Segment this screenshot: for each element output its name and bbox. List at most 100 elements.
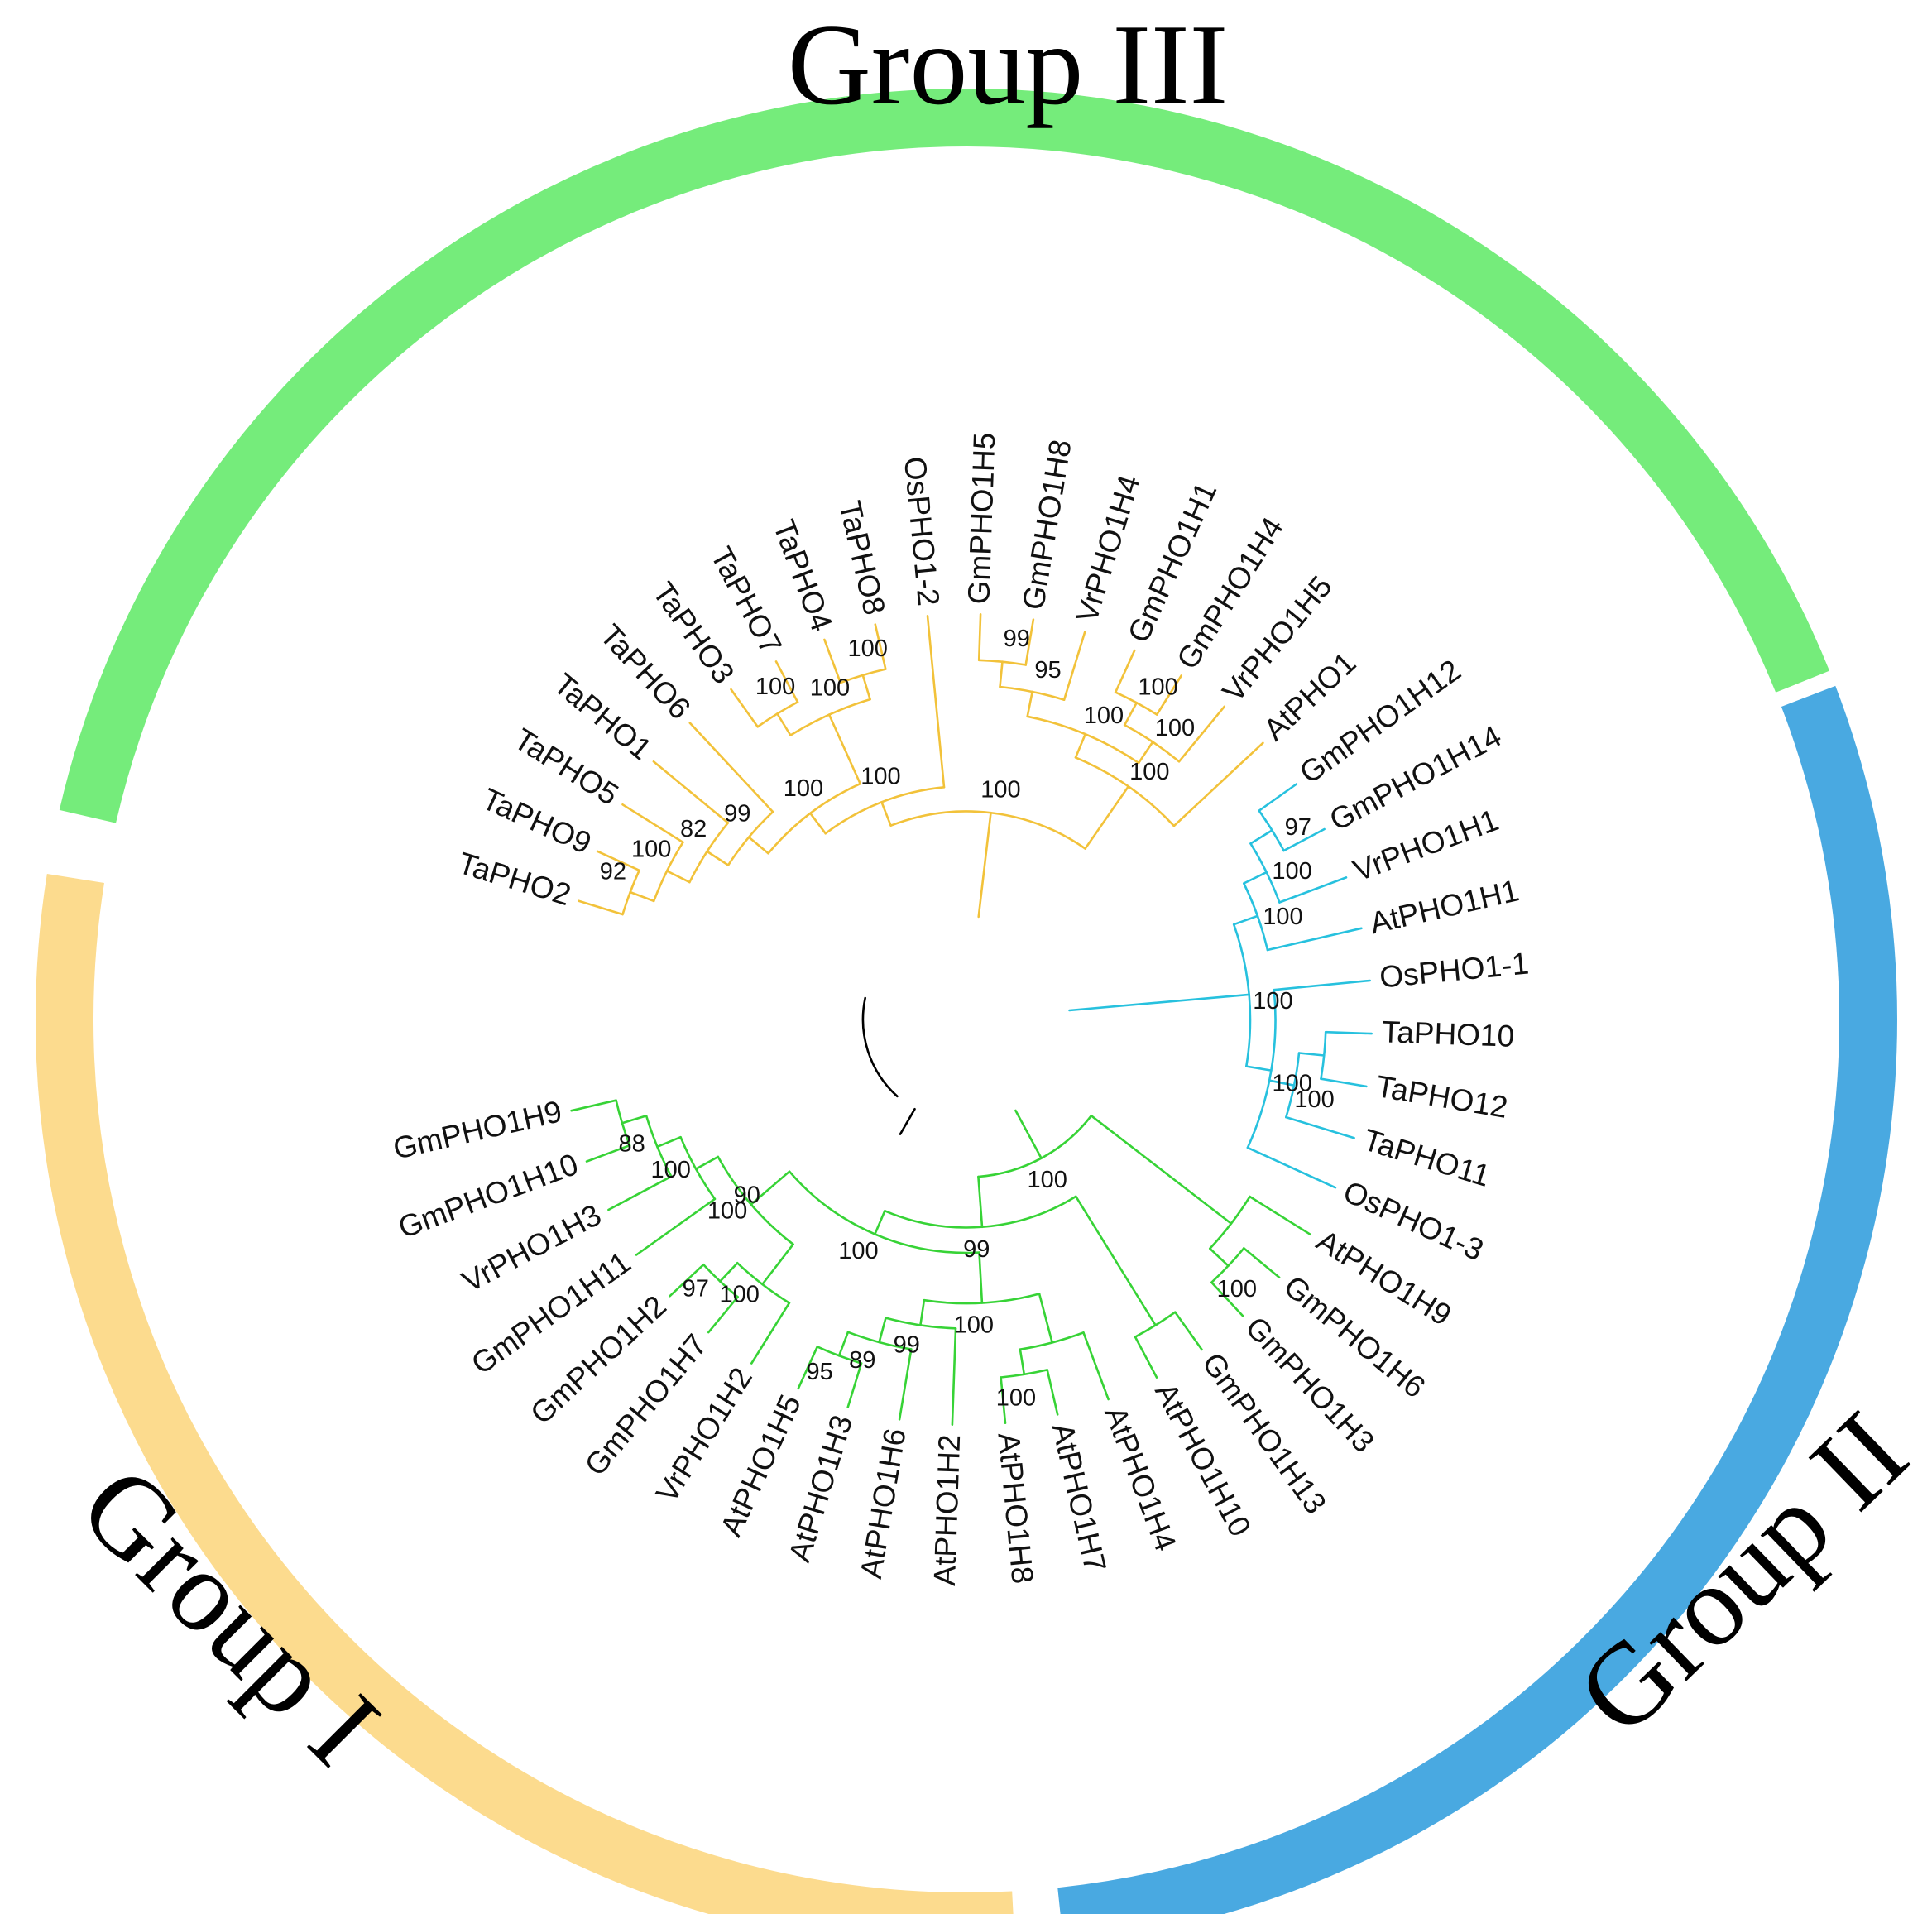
leaf-branch (1258, 783, 1298, 812)
clade-arc (652, 841, 684, 903)
leaf-branch (1000, 1376, 1007, 1424)
leaf-branch (1172, 741, 1264, 827)
leaf-branch (585, 1144, 631, 1163)
internal-branch (874, 1210, 886, 1235)
bootstrap-value: 100 (1129, 759, 1169, 785)
bootstrap-value: 100 (1084, 703, 1124, 729)
internal-branch (899, 1108, 916, 1135)
bootstrap-value: 100 (810, 674, 850, 701)
leaf-branch (1273, 979, 1371, 991)
leaf-branch (1320, 1077, 1368, 1088)
bootstrap-value: 100 (1217, 1276, 1257, 1302)
bootstrap-value: 99 (1004, 626, 1030, 652)
bootstrap-value: 100 (996, 1384, 1036, 1411)
bootstrap-value: 99 (894, 1332, 920, 1359)
internal-branch (1075, 1195, 1157, 1326)
leaf-branch (774, 660, 799, 703)
clade-arc (1209, 1195, 1251, 1250)
leaf-branch (1278, 876, 1348, 904)
leaf-branch (951, 1327, 957, 1426)
internal-branch (861, 674, 871, 701)
leaf-branch (669, 1264, 705, 1298)
bootstrap-value: 97 (1285, 814, 1311, 841)
leaf-branch (1177, 705, 1225, 763)
internal-branch (919, 1298, 926, 1326)
group-ii-band (1057, 685, 1897, 1914)
leaf-label: AtPHO1H1 (1367, 873, 1522, 940)
leaf-label: OsPHO1-2 (898, 455, 946, 607)
internal-branch (1019, 1348, 1026, 1376)
clade-arc (885, 1317, 957, 1330)
internal-branch (747, 836, 769, 855)
bootstrap-value: 100 (784, 775, 823, 802)
leaf-branch (1324, 1030, 1373, 1035)
bootstrap-value: 100 (838, 1238, 878, 1264)
bootstrap-value: 100 (1263, 904, 1302, 930)
clade-arc (1249, 842, 1281, 904)
leaf-branch (652, 760, 730, 824)
bootstrap-value: 82 (680, 816, 707, 842)
bootstrap-value: 92 (600, 858, 626, 885)
internal-branch (878, 1317, 887, 1344)
clade-arc (824, 786, 946, 835)
clade-arc (688, 822, 730, 884)
leaf-label: AtPHO1H8 (991, 1431, 1039, 1585)
bootstrap-value: 100 (1253, 988, 1292, 1015)
clade-arc (1232, 923, 1252, 1067)
clade-arc (977, 1115, 1093, 1178)
leaf-branch (977, 613, 982, 662)
internal-branch (1090, 1115, 1233, 1225)
bootstrap-value: 100 (980, 776, 1020, 803)
leaf-label: TaPHO2 (454, 846, 575, 912)
leaf-branch (1134, 1336, 1158, 1379)
leaf-branch (823, 638, 842, 684)
clade-arc (1258, 809, 1285, 852)
clade-arc (717, 1155, 794, 1245)
clade-arc (1074, 756, 1176, 827)
clade-arc (1123, 723, 1181, 763)
leaf-branch (926, 615, 946, 789)
internal-branch (1232, 914, 1259, 926)
clade-arc (923, 1293, 1041, 1305)
leaf-branch (1155, 674, 1182, 716)
clade-arc (789, 698, 871, 736)
clade-arc (999, 685, 1066, 701)
leaf-branch (846, 1362, 863, 1408)
leaf-branch (1062, 631, 1086, 701)
internal-branch (827, 713, 861, 785)
clade-arc (767, 782, 861, 855)
leaf-label: AtPHO1H7 (1046, 1420, 1113, 1576)
bootstrap-value: 100 (631, 837, 671, 863)
internal-branch (1014, 1109, 1043, 1159)
internal-branch (1297, 1052, 1326, 1057)
clade-arc (1134, 1311, 1177, 1338)
internal-branch (769, 1170, 791, 1189)
internal-branch (1137, 741, 1154, 765)
clade-arc (788, 1170, 980, 1254)
leaf-branch (730, 688, 759, 728)
leaf-branch (1243, 1247, 1281, 1278)
internal-branch (1038, 1293, 1053, 1344)
leaf-branch (596, 850, 640, 872)
leaf-branch (1285, 1115, 1355, 1139)
clade-arc (756, 701, 799, 728)
leaf-label: TaPHO8 (832, 497, 891, 617)
internal-branch (750, 1187, 772, 1206)
clade-arc (726, 810, 774, 866)
bootstrap-value: 95 (1034, 657, 1061, 684)
leaf-branch (688, 722, 774, 813)
internal-branch (837, 1331, 850, 1357)
bootstrap-value: 100 (1273, 1070, 1312, 1096)
leaf-branch (1249, 1195, 1311, 1235)
bootstrap-value: 100 (755, 674, 795, 700)
leaf-label: AtPHO1H2 (928, 1434, 966, 1586)
bootstrap-value: 90 (734, 1182, 760, 1208)
leaf-labels: TaPHO2TaPHO9TaPHO5TaPHO1TaPHO6TaPHO3TaPH… (390, 432, 1530, 1586)
bootstrap-value: 97 (683, 1275, 709, 1302)
internal-branch (1084, 785, 1130, 850)
internal-branch (977, 811, 992, 919)
leaf-label: GmPHO1H9 (390, 1094, 565, 1166)
bootstrap-value: 100 (1272, 858, 1311, 885)
clade-arc (884, 1195, 1077, 1229)
